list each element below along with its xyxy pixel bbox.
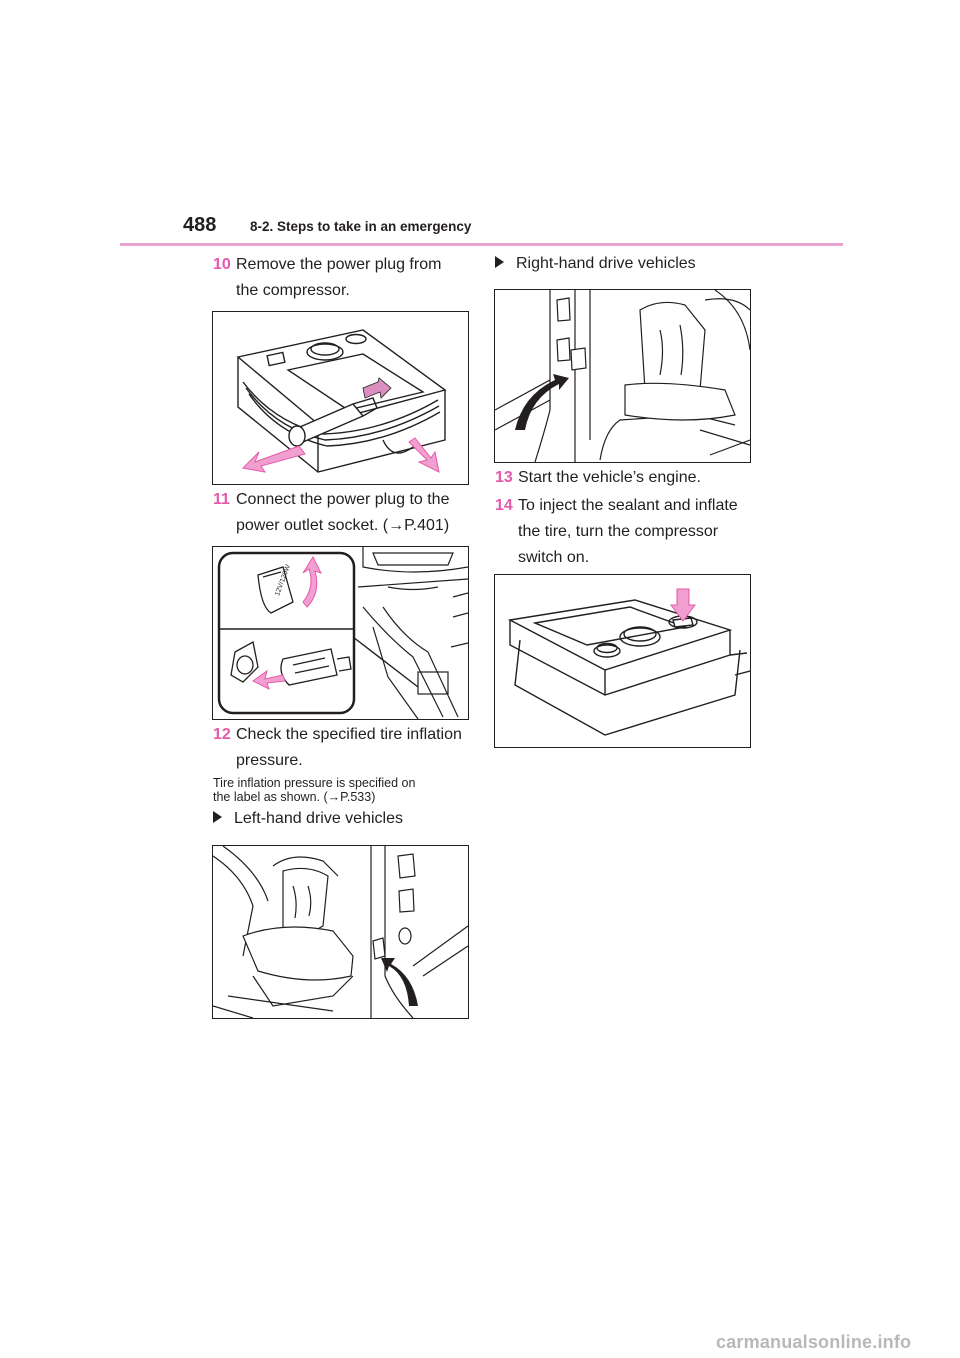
step-number: 11 bbox=[213, 491, 230, 508]
step-14: 14 To inject the sealant and inflate the… bbox=[495, 493, 765, 571]
step-number: 12 bbox=[213, 726, 231, 743]
compressor-switch-illustration bbox=[507, 588, 750, 736]
right-hand-door-illustration bbox=[495, 290, 750, 462]
pressure-note: Tire inflation pressure is specified on … bbox=[213, 776, 473, 804]
figure-left-hand-drive bbox=[212, 845, 469, 1019]
figure-remove-plug bbox=[212, 311, 469, 485]
step-text-line: switch on. bbox=[518, 549, 590, 566]
bullet-left-hand: Left-hand drive vehicles bbox=[213, 809, 403, 829]
triangle-bullet-icon bbox=[213, 811, 222, 823]
step-text-line: Connect the power plug to the bbox=[236, 491, 450, 508]
step-10: 10 Remove the power plug from the compre… bbox=[213, 252, 473, 304]
figure-compressor-switch bbox=[494, 574, 751, 748]
step-number: 10 bbox=[213, 256, 231, 273]
note-line: the label as shown. (→P.533) bbox=[213, 790, 376, 804]
site-watermark: carmanualsonline.info bbox=[716, 1332, 912, 1352]
triangle-bullet-icon bbox=[495, 256, 504, 268]
section-title: 8-2. Steps to take in an emergency bbox=[250, 219, 472, 234]
step-11: 11 Connect the power plug to the power o… bbox=[213, 487, 473, 539]
step-text-line: Start the vehicle’s engine. bbox=[518, 469, 701, 486]
step-text-line: the tire, turn the compressor bbox=[518, 523, 719, 540]
bullet-right-hand: Right-hand drive vehicles bbox=[495, 254, 696, 274]
compressor-illustration bbox=[236, 329, 447, 473]
step-12: 12 Check the specified tire inflation pr… bbox=[213, 722, 473, 774]
left-hand-door-illustration bbox=[213, 846, 468, 1018]
step-number: 14 bbox=[495, 497, 513, 514]
step-13: 13 Start the vehicle’s engine. bbox=[495, 465, 765, 491]
step-text-line: Check the specified tire inflation bbox=[236, 726, 462, 743]
step-text-line: To inject the sealant and inflate bbox=[518, 497, 738, 514]
power-socket-illustration: 12V/120W bbox=[217, 547, 468, 719]
page-number: 488 bbox=[183, 214, 217, 236]
note-line: Tire inflation pressure is specified on bbox=[213, 776, 416, 790]
figure-power-socket: 12V/120W bbox=[212, 546, 469, 720]
bullet-label: Left-hand drive vehicles bbox=[234, 810, 403, 827]
step-text-line: Remove the power plug from bbox=[236, 256, 442, 273]
step-text-line: the compressor. bbox=[236, 282, 350, 299]
bullet-label: Right-hand drive vehicles bbox=[516, 255, 696, 272]
step-number: 13 bbox=[495, 469, 513, 486]
step-text-line: power outlet socket. (→P.401) bbox=[236, 517, 450, 534]
step-text-line: pressure. bbox=[236, 752, 303, 769]
header-rule bbox=[120, 243, 843, 246]
figure-right-hand-drive bbox=[494, 289, 751, 463]
